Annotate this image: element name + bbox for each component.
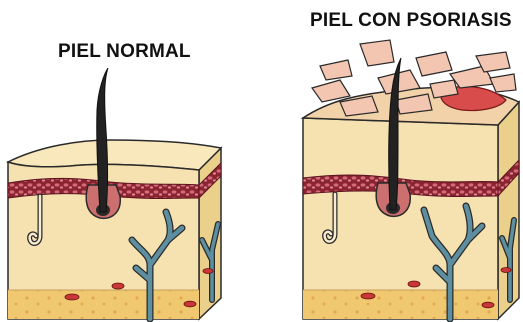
- normal-skin-block: [8, 68, 221, 319]
- psoriasis-skin-block: [303, 40, 519, 319]
- psoriasis-hypodermis: [303, 290, 498, 319]
- normal-hair: [97, 68, 108, 212]
- normal-hypodermis: [8, 290, 199, 319]
